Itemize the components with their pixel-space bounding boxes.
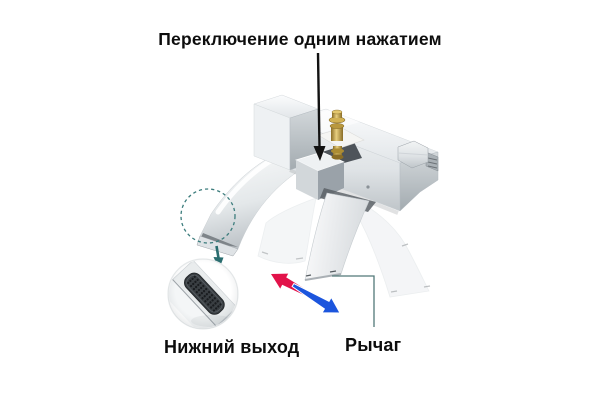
push-button <box>295 142 362 200</box>
cold-water-arrow <box>291 282 341 314</box>
page-title: Переключение одним нажатием <box>158 29 442 49</box>
faucet-lever <box>304 188 376 281</box>
spout-zoom-dashed-circle <box>180 188 236 244</box>
spout-outlet-magnified <box>167 258 239 330</box>
lever-ghost-right <box>356 200 431 298</box>
body-screw-dot <box>366 185 370 189</box>
lever-ghost-left <box>257 197 317 264</box>
lever-callout-line <box>332 275 375 327</box>
spout-tip-edge <box>199 233 238 247</box>
press-target-arrow <box>313 52 326 161</box>
faucet <box>196 94 439 298</box>
wall-connector <box>397 140 439 172</box>
bottom-outlet-label: Нижний выход <box>164 337 300 357</box>
lever-label: Рычаг <box>345 335 402 355</box>
diverter-pin <box>317 109 365 160</box>
hot-cold-arrows <box>271 273 341 314</box>
